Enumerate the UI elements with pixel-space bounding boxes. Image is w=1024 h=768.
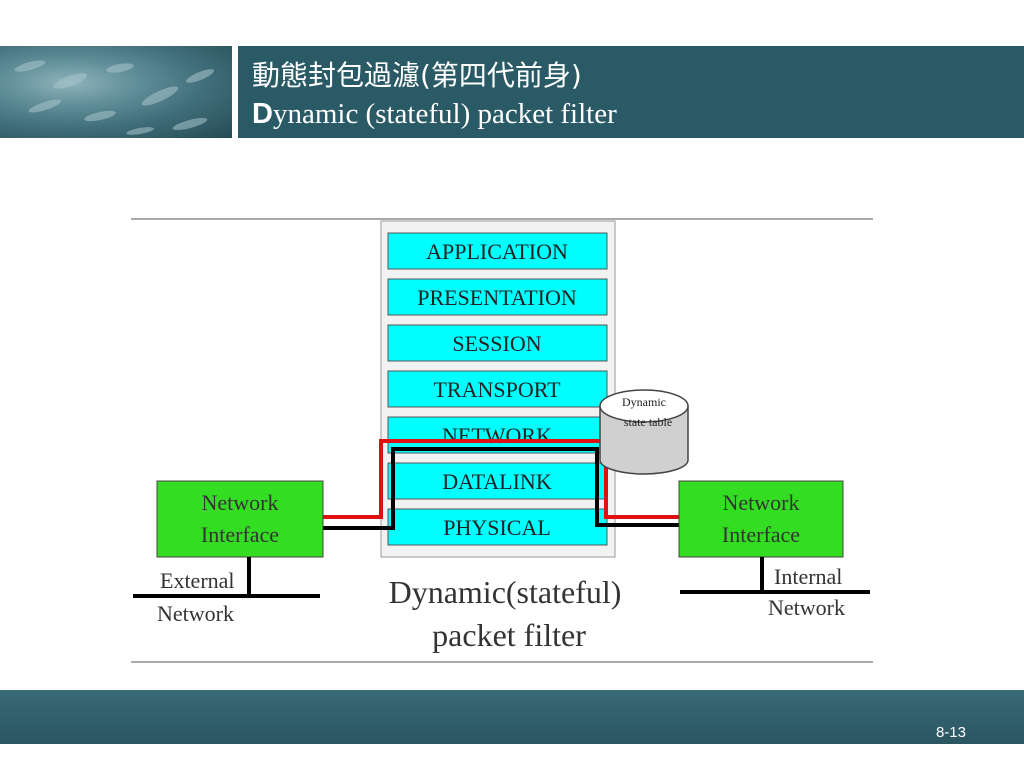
slide-header: 動態封包過濾(第四代前身) Dynamic (stateful) packet … — [0, 46, 1024, 138]
layer-datalink-label: DATALINK — [442, 469, 552, 494]
right-interface-label-1: Network — [723, 490, 800, 515]
title-initial: D — [252, 98, 273, 130]
state-table-label-2: state table — [624, 415, 672, 429]
layer-presentation-box — [387, 278, 608, 316]
diagram-caption-line-1: Dynamic(stateful) — [389, 574, 622, 610]
state-table-cylinder: Dynamic state table — [599, 389, 689, 475]
header-separator — [232, 46, 238, 138]
layer-transport-label: TRANSPORT — [433, 377, 561, 402]
layer-physical-box — [387, 508, 608, 546]
left-network-interface-box — [156, 480, 324, 558]
left-interface-label-1: Network — [202, 490, 279, 515]
red-traffic-path — [323, 439, 680, 519]
black-traffic-path — [323, 447, 680, 530]
right-interface-label-2: Interface — [722, 522, 800, 547]
layer-session-label: SESSION — [452, 331, 541, 356]
internal-network-label-1: Internal — [774, 564, 842, 589]
osi-layers: APPLICATION PRESENTATION SESSION TRANSPO… — [387, 232, 608, 546]
layer-datalink-box — [387, 462, 608, 500]
external-network-label-1: External — [160, 568, 235, 593]
layer-network-label: NETWORK — [442, 423, 552, 448]
external-network-label-2: Network — [157, 601, 234, 626]
layer-application-label: APPLICATION — [426, 239, 568, 264]
right-network-interface-box — [678, 480, 844, 558]
left-interface-label-2: Interface — [201, 522, 279, 547]
page-number: 8-13 — [935, 724, 966, 741]
slide-footer: 8-13 — [0, 690, 1024, 744]
layer-presentation-label: PRESENTATION — [417, 285, 577, 310]
layer-application-box — [387, 232, 608, 270]
layer-session-box — [387, 324, 608, 362]
state-table-label-1: Dynamic — [622, 395, 666, 409]
layer-physical-label: PHYSICAL — [443, 515, 551, 540]
diagram-caption-line-2: packet filter — [432, 617, 586, 653]
header-fish-photo — [0, 46, 232, 138]
internal-network-label-2: Network — [768, 595, 845, 620]
layer-transport-box — [387, 370, 608, 408]
title-rest: ynamic (stateful) packet filter — [272, 98, 617, 130]
slide-title-english: Dynamic (stateful) packet filter — [252, 98, 617, 131]
fish-school-image — [14, 60, 214, 135]
slide-title-chinese: 動態封包過濾(第四代前身) — [252, 59, 582, 92]
